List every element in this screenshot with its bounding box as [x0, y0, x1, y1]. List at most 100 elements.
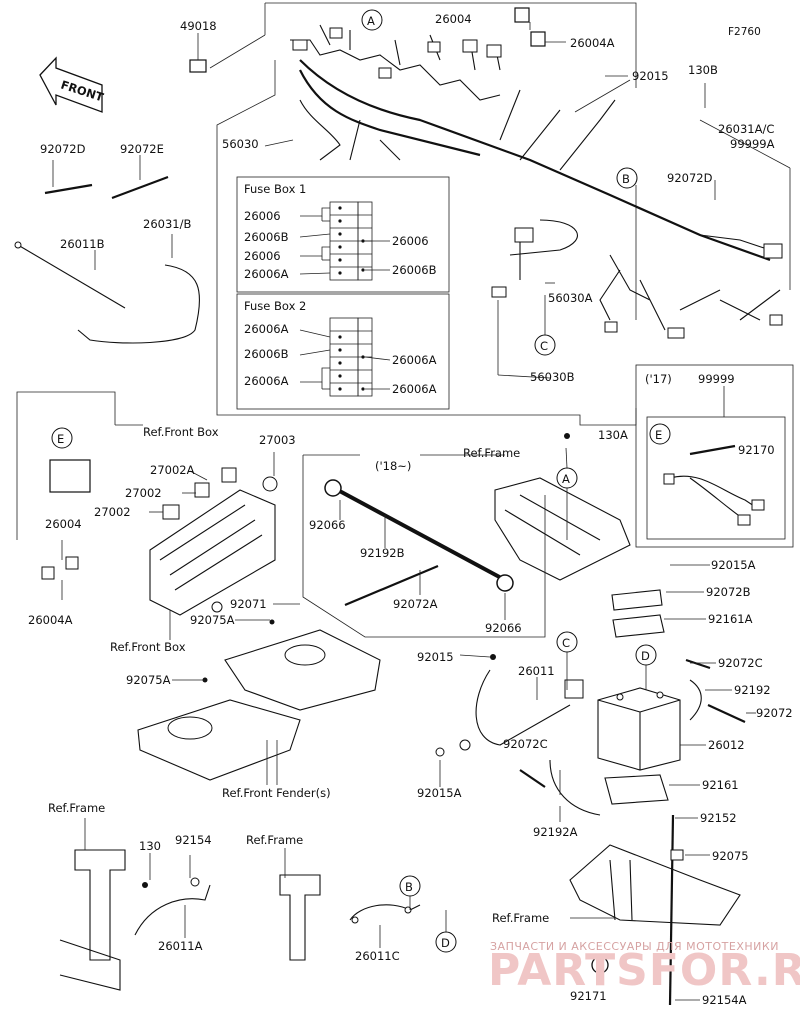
fuse-box-2: Fuse Box 2 26006A 26006B 26006A 26006A 2… [244, 299, 437, 397]
svg-text:56030A: 56030A [548, 291, 593, 305]
fuse-box-1-title: Fuse Box 1 [244, 182, 306, 196]
svg-text:92015: 92015 [632, 69, 669, 83]
diagram-id: F2760 [728, 26, 761, 38]
svg-text:26006B: 26006B [392, 263, 437, 277]
svg-text:92192A: 92192A [533, 825, 578, 839]
cable-26011b-icon [14, 241, 126, 309]
svg-text:26006A: 26006A [244, 267, 289, 281]
svg-text:92161A: 92161A [708, 612, 753, 626]
svg-text:26006B: 26006B [244, 230, 289, 244]
callout-b2-icon: B [399, 875, 421, 897]
svg-text:92075: 92075 [712, 849, 749, 863]
svg-text:26012: 26012 [708, 738, 745, 752]
svg-text:92192: 92192 [734, 683, 771, 697]
svg-text:27002A: 27002A [150, 463, 195, 477]
svg-text:26004: 26004 [45, 517, 82, 531]
svg-text:92075A: 92075A [190, 613, 235, 627]
svg-text:D: D [441, 936, 450, 950]
svg-text:26031A/C: 26031A/C [718, 122, 774, 136]
svg-text:A: A [367, 14, 375, 28]
svg-text:92066: 92066 [485, 621, 522, 635]
fuse-box-1: Fuse Box 1 26006 26006B 26006 26006A 260… [244, 182, 437, 281]
svg-text:26031/B: 26031/B [143, 217, 191, 231]
svg-text:92015: 92015 [417, 650, 454, 664]
callout-c-icon: C [534, 334, 556, 356]
battery-tray [569, 814, 741, 1006]
callout-c2-icon: C [556, 631, 578, 653]
svg-text:26006: 26006 [244, 249, 281, 263]
svg-text:A: A [562, 472, 570, 486]
leader-lines [52, 22, 756, 1001]
svg-text:('18~): ('18~) [375, 459, 411, 473]
svg-text:Ref.Frame: Ref.Frame [492, 911, 549, 925]
svg-text:92015A: 92015A [711, 558, 756, 572]
svg-text:D: D [641, 649, 650, 663]
svg-text:92072B: 92072B [706, 585, 751, 599]
svg-text:26004A: 26004A [28, 613, 73, 627]
callout-e-icon: E [51, 427, 73, 449]
svg-text:92072A: 92072A [393, 597, 438, 611]
svg-text:B: B [622, 172, 630, 186]
callout-b-icon: B [616, 167, 638, 189]
svg-text:C: C [562, 636, 570, 650]
callout-a2-icon: A [556, 467, 578, 489]
svg-text:B: B [405, 880, 413, 894]
svg-text:92015A: 92015A [417, 786, 462, 800]
svg-text:49018: 49018 [180, 19, 217, 33]
svg-text:92170: 92170 [738, 443, 775, 457]
svg-text:92072C: 92072C [503, 737, 548, 751]
front-arrow-icon: FRONT [39, 56, 105, 113]
svg-text:92072E: 92072E [120, 142, 164, 156]
connector-26004-icon [514, 7, 530, 23]
svg-text:92192B: 92192B [360, 546, 405, 560]
svg-text:('17): ('17) [645, 372, 672, 386]
connector-49018-icon [189, 59, 207, 73]
svg-text:27003: 27003 [259, 433, 296, 447]
harness-92192b-18-icon [324, 479, 514, 607]
frame-bottom-mid [279, 874, 421, 961]
svg-text:Ref.Frame: Ref.Frame [48, 801, 105, 815]
svg-text:130: 130 [139, 839, 161, 853]
svg-text:99999A: 99999A [730, 137, 775, 151]
callout-e2-icon: E [649, 423, 671, 445]
svg-text:99999: 99999 [698, 372, 735, 386]
svg-text:26006A: 26006A [244, 374, 289, 388]
svg-text:27002: 27002 [125, 486, 162, 500]
front-box-assembly [41, 459, 278, 616]
battery-26012-icon [519, 589, 746, 816]
svg-text:92154: 92154 [175, 833, 212, 847]
svg-text:130A: 130A [598, 428, 628, 442]
svg-text:92072D: 92072D [40, 142, 86, 156]
svg-text:26004: 26004 [435, 12, 472, 26]
callout-a-icon: A [361, 9, 383, 31]
callout-d2-icon: D [435, 931, 457, 953]
frame-ref-section [494, 433, 631, 581]
harness-99999-17-icon [663, 444, 765, 526]
svg-text:92075A: 92075A [126, 673, 171, 687]
svg-text:26006A: 26006A [392, 353, 437, 367]
frame-lines [16, 2, 794, 638]
svg-text:26006: 26006 [244, 209, 281, 223]
svg-text:26006A: 26006A [244, 322, 289, 336]
fuse-box-2-title: Fuse Box 2 [244, 299, 306, 313]
svg-text:92171: 92171 [570, 989, 607, 1003]
svg-text:Ref.Frame: Ref.Frame [246, 833, 303, 847]
svg-text:26011C: 26011C [355, 949, 400, 963]
svg-text:92071: 92071 [230, 597, 267, 611]
svg-text:92152: 92152 [700, 811, 737, 825]
svg-text:26011B: 26011B [60, 237, 105, 251]
svg-text:E: E [57, 432, 64, 446]
svg-text:Ref.Frame: Ref.Frame [463, 446, 520, 460]
svg-text:26011A: 26011A [158, 939, 203, 953]
connector-26004a-icon [530, 31, 546, 47]
front-fenders [137, 619, 381, 785]
svg-text:Ref.Front Box: Ref.Front Box [143, 425, 219, 439]
svg-text:92072C: 92072C [718, 656, 763, 670]
svg-text:56030: 56030 [222, 137, 259, 151]
svg-text:Ref.Front Fender(s): Ref.Front Fender(s) [222, 786, 331, 800]
svg-text:26004A: 26004A [570, 36, 615, 50]
svg-text:92072: 92072 [756, 706, 793, 720]
svg-text:92066: 92066 [309, 518, 346, 532]
